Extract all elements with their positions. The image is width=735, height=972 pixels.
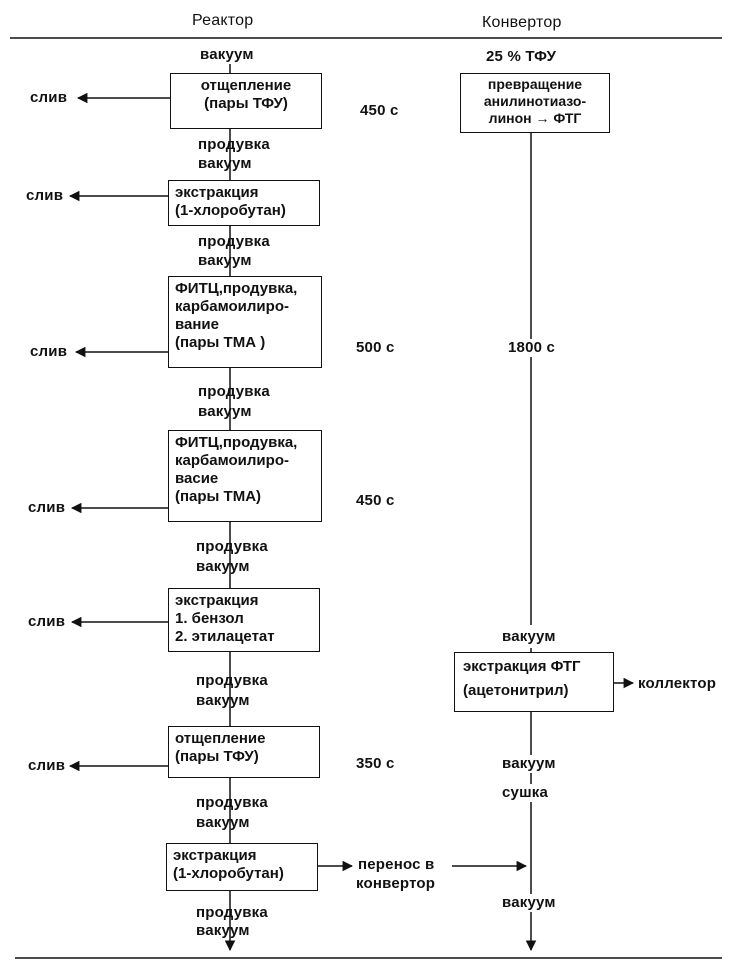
reactor-step-label-2a: продувка	[198, 233, 270, 250]
reactor-box-cleavage-1: отщепление (пары ТФУ)	[170, 73, 322, 129]
reactor-step-label-3a: продувка	[198, 383, 270, 400]
drain-label-4: слив	[28, 499, 66, 516]
reactor-bottom-label-a: продувка	[196, 904, 268, 921]
reactor-bottom-label-b: вакуум	[196, 922, 250, 939]
reactor-box-extraction-1: экстракция (1-хлоробутан)	[168, 180, 320, 226]
drain-label-1: слив	[30, 89, 68, 106]
time-label-4: 350 с	[356, 755, 395, 772]
time-label-2: 500 с	[356, 339, 395, 356]
reactor-step-label-4a: продувка	[196, 538, 268, 555]
reactor-step-label-6a: продувка	[196, 794, 268, 811]
transfer-label-b: конвертор	[356, 875, 436, 892]
drain-label-6: слив	[28, 757, 66, 774]
reactor-top-vacuum: вакуум	[200, 46, 254, 64]
drain-label-3: слив	[30, 343, 68, 360]
transfer-label-a: перенос в	[358, 856, 435, 873]
reactor-step-label-2b: вакуум	[198, 252, 252, 269]
converter-vacuum-3: вакуум	[502, 894, 556, 912]
reactor-header: Реактор	[192, 12, 254, 29]
drain-label-2: слив	[26, 187, 64, 204]
reactor-step-label-5b: вакуум	[196, 692, 250, 709]
reactor-step-label-1b: вакуум	[198, 155, 252, 172]
time-label-1: 450 с	[360, 102, 399, 119]
time-label-3: 450 с	[356, 492, 395, 509]
converter-box-conversion: превращение анилинотиазо- линон → ФТГ	[460, 73, 610, 133]
reactor-box-pitc-2: ФИТЦ,продувка, карбамоилиро- ваcие (пары…	[168, 430, 322, 522]
converter-time-label: 1800 с	[508, 339, 556, 357]
collector-label: коллектор	[638, 675, 717, 692]
converter-vacuum-2: вакуум	[502, 755, 556, 773]
reactor-box-extraction-2: экстракция 1. бензол 2. этилацетат	[168, 588, 320, 652]
converter-header: Конвертор	[482, 14, 562, 31]
reactor-step-label-6b: вакуум	[196, 814, 250, 831]
reactor-box-extraction-3: экстракция (1-хлоробутан)	[166, 843, 318, 891]
converter-top-label: 25 % ТФУ	[486, 48, 557, 65]
drain-label-5: слив	[28, 613, 66, 630]
reactor-step-label-5a: продувка	[196, 672, 268, 689]
reactor-box-cleavage-2: отщепление (пары ТФУ)	[168, 726, 320, 778]
converter-vacuum-1: вакуум	[502, 628, 556, 645]
reactor-step-label-3b: вакуум	[198, 403, 252, 420]
converter-box-extraction: экстракция ФТГ (ацетонитрил)	[454, 652, 614, 712]
reactor-step-label-1a: продувка	[198, 136, 270, 153]
converter-drying: сушка	[502, 784, 549, 802]
reactor-box-pitc-1: ФИТЦ,продувка, карбамоилиро- вание (пары…	[168, 276, 322, 368]
reactor-step-label-4b: вакуум	[196, 558, 250, 575]
